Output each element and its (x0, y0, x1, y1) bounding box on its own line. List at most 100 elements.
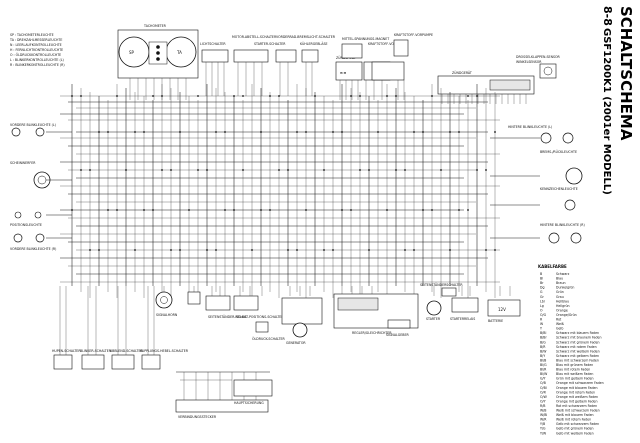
top-label: DROSSELKLAPPEN-SENSOR (516, 55, 560, 59)
left-label: VORDERE BLINKLEUCHTE (R) (10, 247, 56, 251)
junction-dot (98, 131, 100, 133)
bottom-label: KUPPLUNGS-HEBEL-SCHALTER (140, 349, 189, 353)
junction-dot (494, 131, 496, 133)
gauge-label-sp: SP (129, 50, 135, 55)
cable-color-name: Grün (556, 290, 564, 294)
cable-code: B/W (540, 349, 547, 353)
junction-dot (314, 95, 316, 97)
bottom-label: ABBLEND-SCHALTER (110, 349, 143, 353)
junction-dot (422, 209, 424, 211)
junction-dot (206, 169, 208, 171)
turn-signal-lamp-icon (13, 233, 23, 243)
oil-pressure-switch (255, 321, 269, 333)
cable-code: B (540, 272, 542, 276)
rear-turn-lamp-icon (562, 132, 574, 144)
cable-code: B/Y (540, 354, 545, 358)
cable-color-name: Rot (556, 318, 562, 322)
junction-dot (179, 249, 181, 251)
bottom-label: SIGNALHORN (156, 313, 178, 317)
bottom-label: SEITENSTÄNDER-RELAIS (208, 314, 247, 319)
top-label: KRAFTSTOFF-VORPUMPE (368, 42, 407, 46)
license-lamp-icon (564, 199, 576, 211)
tachometer-block: TACHOMETER SP TA SP : TACHOMETERLEUCHTE … (9, 24, 199, 79)
horn-fuse (187, 291, 201, 305)
cable-color-name: Schwarz mit braunem Faden (556, 336, 602, 340)
junction-dot (179, 131, 181, 133)
bottom-label: BATTERIE (488, 319, 503, 323)
junction-dot (395, 169, 397, 171)
fuel-pump-body (393, 39, 409, 57)
cable-color-name: Schwarz mit grünem Faden (556, 340, 600, 344)
cable-code: Bl/B (540, 358, 546, 362)
cable-code: W/B (540, 409, 546, 413)
cable-code: O/Y (540, 399, 546, 403)
turn-signal-lamp-icon (35, 127, 45, 137)
cable-color-name: Gelb mit schwarzem Faden (556, 422, 599, 426)
indicator-lamp (156, 45, 160, 49)
junction-dot (467, 95, 469, 97)
cable-color-name: Orange mit weißem Faden (556, 395, 598, 399)
cable-code: W (540, 322, 544, 326)
bottom-label: SIGNALGEBER (386, 333, 409, 337)
junction-dot (350, 209, 352, 211)
junction-dot (269, 209, 271, 211)
position-lamp-icon (34, 211, 42, 219)
junction-dot (332, 131, 334, 133)
cable-legend-title: KABELFARBE (538, 264, 567, 269)
junction-dot (197, 169, 199, 171)
top-label: STARTER-SCHALTER (254, 42, 286, 46)
junction-dot (458, 131, 460, 133)
cable-color-name: Weiß mit rotem Faden (556, 418, 591, 422)
cable-code: B/G (540, 340, 546, 344)
cable-code: Bl/G (540, 363, 547, 367)
horn-switch-box (53, 354, 73, 370)
junction-dot (170, 249, 172, 251)
speedometer-gauge (118, 36, 150, 68)
top-components: LICHTSCHALTER MOTOR-ABSTELL-SCHALTER STA… (200, 33, 560, 95)
signal-generator (387, 319, 411, 329)
cable-code: W/R (540, 418, 547, 422)
top-label: WINKELSENSOR (516, 60, 542, 64)
junction-dot (143, 209, 145, 211)
junction-dot (359, 169, 361, 171)
page-title: SCHALTSCHEMA (617, 6, 635, 141)
model-title: GSF1200K1 (2001er MODELL) (601, 28, 612, 195)
junction-dot (323, 249, 325, 251)
junction-dot (233, 95, 235, 97)
junction-dot (260, 131, 262, 133)
junction-dot (143, 131, 145, 133)
cable-color-name: Orange mit gelbem Faden (556, 399, 598, 403)
cable-code: R (540, 318, 543, 322)
top-label: VORDERRAD-BREMSLICHT-SCHALTER (276, 35, 336, 39)
cable-code: Y/G (540, 427, 546, 431)
bottom-label: SEITENSTÄNDERSCHALTER (420, 282, 463, 287)
junction-dot (422, 131, 424, 133)
cable-color-name: Blau mit grünem Faden (556, 363, 593, 367)
junction-dot (224, 131, 226, 133)
junction-dot (260, 209, 262, 211)
junction-dot (449, 131, 451, 133)
right-label: BREMS-/RÜCKLEUCHTE (540, 149, 577, 154)
handlebar-switch-connector (233, 49, 269, 63)
cable-color-name: Blau mit rotem Faden (556, 368, 590, 372)
bottom-label: STARTERRELAIS (450, 317, 475, 321)
junction-dot (467, 209, 469, 211)
junction-dot (395, 95, 397, 97)
rear-turn-lamp-icon (548, 232, 560, 244)
dimmer-switch-box (111, 354, 135, 370)
gauge-label-ta: TA (176, 50, 182, 55)
light-switch-connector (201, 49, 229, 63)
cable-color-name: Rot mit schwarzem Faden (556, 404, 597, 408)
bottom-label: GENERATOR (286, 341, 306, 345)
page-header: 8-8 GSF1200K1 (2001er MODELL) SCHALTSCHE… (601, 6, 635, 195)
legend-line: H : FERNLICHTKONTROLLEUCHTE (10, 48, 63, 52)
cable-color-name: Hellblau (556, 299, 569, 303)
junction-dot (269, 95, 271, 97)
cable-color-name: Weiß (556, 322, 564, 326)
cable-code: O/B (540, 381, 546, 385)
sensor-rotor-icon (543, 66, 553, 76)
junction-dot (377, 131, 379, 133)
junction-dot (215, 131, 217, 133)
battery-voltage: 12V (498, 307, 506, 312)
cable-color-name: Blau (556, 277, 563, 281)
